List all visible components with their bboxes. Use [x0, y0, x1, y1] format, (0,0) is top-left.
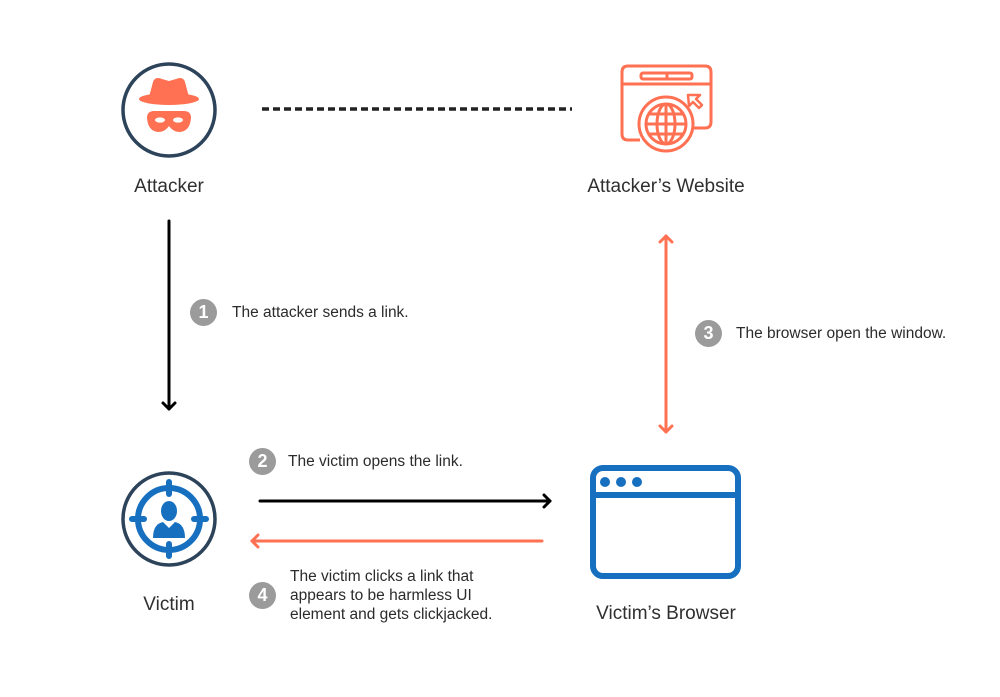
arrow-step-2: [258, 493, 552, 509]
target-person-icon: [121, 471, 217, 567]
node-label-victim: Victim: [143, 594, 195, 615]
step-2: 2 The victim opens the link.: [249, 448, 463, 475]
step-number-badge: 3: [695, 320, 722, 347]
browser-window-icon: [590, 465, 741, 579]
node-label-victim-browser: Victim’s Browser: [596, 603, 736, 624]
browser-globe-cursor-icon: [620, 64, 713, 153]
step-text: The attacker sends a link.: [232, 304, 409, 321]
step-number-badge: 4: [249, 582, 276, 609]
step-1: 1 The attacker sends a link.: [190, 299, 409, 326]
step-3: 3 The browser open the window.: [695, 320, 946, 347]
step-text: The victim opens the link.: [288, 453, 463, 470]
step-text: The victim clicks a link that appears to…: [290, 568, 493, 623]
arrow-step-1: [161, 219, 177, 411]
node-label-attacker: Attacker: [134, 176, 204, 197]
arrow-step-3: [658, 234, 674, 434]
spy-hat-mask-icon: [121, 62, 217, 158]
step-4: 4 The victim clicks a link that appears …: [249, 567, 492, 624]
arrow-step-4: [250, 533, 544, 549]
node-label-attacker-website: Attacker’s Website: [587, 176, 745, 197]
step-number-badge: 1: [190, 299, 217, 326]
step-number-badge: 2: [249, 448, 276, 475]
step-text: The browser open the window.: [736, 325, 947, 342]
